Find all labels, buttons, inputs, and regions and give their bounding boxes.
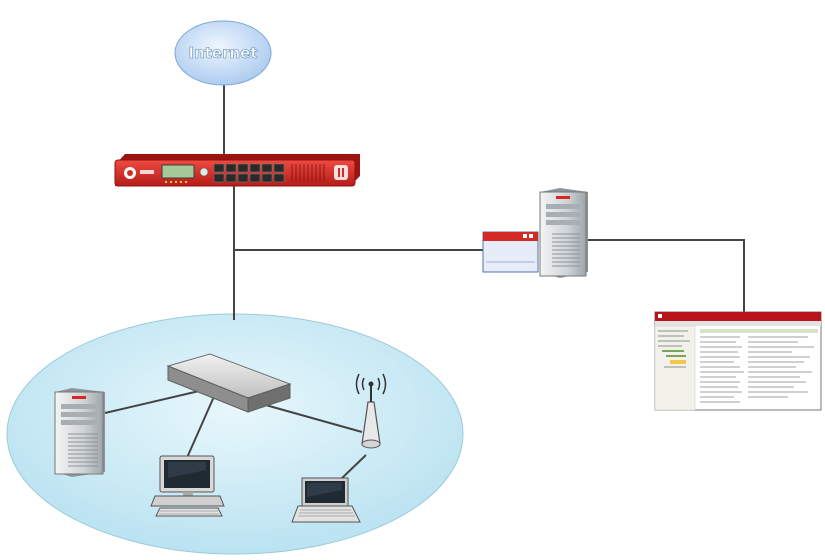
network-cables	[104, 82, 745, 481]
lan-server-icon	[54, 388, 105, 477]
firewall-appliance-icon	[114, 154, 360, 187]
browser-window-icon	[482, 231, 539, 273]
laptop-icon	[291, 477, 361, 523]
wireless-access-point-icon	[355, 373, 387, 449]
management-console-screenshot-icon	[654, 311, 822, 411]
network-switch-icon	[166, 353, 292, 413]
internet-cloud-icon: Internet	[174, 20, 272, 86]
internet-label: Internet	[188, 44, 257, 62]
desktop-computer-icon	[150, 455, 225, 517]
management-server-icon	[539, 188, 588, 278]
